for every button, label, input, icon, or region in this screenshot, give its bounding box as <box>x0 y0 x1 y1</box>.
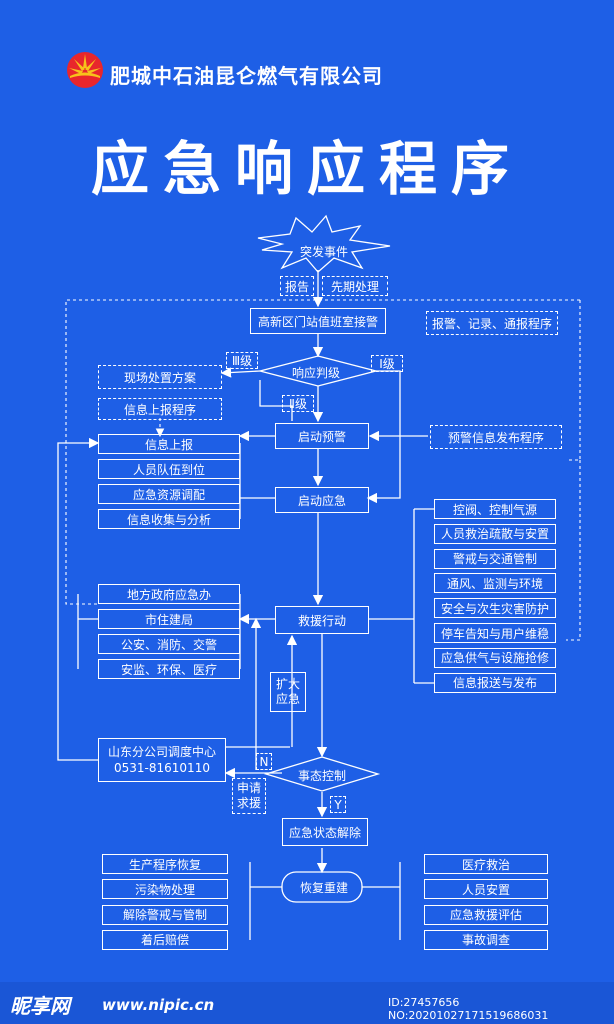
info-item: 应急资源调配 <box>98 484 240 504</box>
report-label: 报告 <box>280 276 314 296</box>
action-item: 警戒与交通管制 <box>434 548 556 569</box>
recovery-item: 人员安置 <box>424 879 548 900</box>
watermark-url: www.nipic.cn <box>102 996 215 1014</box>
info-report-procedure-box: 信息上报程序 <box>98 398 222 420</box>
action-item: 人员救治疏散与安置 <box>434 523 556 544</box>
info-item: 信息上报 <box>98 434 240 454</box>
dispatch-center-box: 山东分公司调度中心 0531-81610110 <box>98 738 226 782</box>
request-help-label: 申请 求援 <box>236 781 261 810</box>
info-item: 信息收集与分析 <box>98 509 240 529</box>
first-handling-label: 先期处理 <box>322 276 388 296</box>
recovery-item: 污染物处理 <box>102 879 228 900</box>
action-item: 应急供气与设施抢修 <box>434 647 556 668</box>
dispatch-center-phone: 0531-81610110 <box>114 761 210 775</box>
agency-item: 地方政府应急办 <box>98 584 240 604</box>
start-emergency-box: 启动应急 <box>275 487 369 513</box>
watermark-id: ID:27457656 NO:20201027171519686031 <box>388 996 549 1022</box>
onsite-plan-box: 现场处置方案 <box>98 365 222 389</box>
release-state-box: 应急状态解除 <box>282 818 368 846</box>
recovery-item: 解除警戒与管制 <box>102 904 228 925</box>
company-logo <box>66 51 104 89</box>
expand-response-label: 扩大 应急 <box>275 677 300 706</box>
recovery-item: 事故调查 <box>424 929 548 950</box>
level-3-tag: Ⅲ级 <box>226 352 258 369</box>
rescue-action-box: 救援行动 <box>275 606 369 634</box>
response-judge: 响应判级 <box>292 366 341 380</box>
situation-control: 事态控制 <box>298 769 347 783</box>
start-event-burst <box>257 214 391 273</box>
agency-item: 公安、消防、交警 <box>98 634 240 654</box>
page-title: 应急响应程序 <box>90 135 523 203</box>
recovery-item: 医疗救治 <box>424 854 548 874</box>
watermark-logo: 昵享网 <box>10 994 70 1018</box>
warning-release-box: 预警信息发布程序 <box>430 425 562 449</box>
action-item: 控阀、控制气源 <box>434 499 556 519</box>
action-item: 停车告知与用户维稳 <box>434 623 556 643</box>
level-2-tag: Ⅱ级 <box>282 395 314 412</box>
watermark-bar <box>0 982 614 1024</box>
dispatch-center-name: 山东分公司调度中心 <box>107 745 216 759</box>
expand-response-box: 扩大 应急 <box>270 672 306 712</box>
recovery-label: 恢复重建 <box>300 881 349 895</box>
action-item: 信息报送与发布 <box>434 672 556 693</box>
start-event: 突发事件 <box>300 245 349 259</box>
info-item: 人员队伍到位 <box>98 459 240 479</box>
recovery-item: 生产程序恢复 <box>102 854 228 874</box>
receive-alarm-box: 高新区门站值班室接警 <box>250 308 386 334</box>
company-name: 肥城中石油昆仑燃气有限公司 <box>110 64 383 88</box>
agency-item: 市住建局 <box>98 609 240 629</box>
action-item: 安全与次生灾害防护 <box>434 598 556 619</box>
agency-item: 安监、环保、医疗 <box>98 659 240 679</box>
recovery-item: 应急救援评估 <box>424 904 548 925</box>
petrochina-logo-icon <box>67 52 103 88</box>
start-warning-box: 启动预警 <box>275 423 369 449</box>
n-tag: N <box>256 753 272 770</box>
alarm-record-box: 报警、记录、通报程序 <box>426 311 558 335</box>
recovery-item: 着后赔偿 <box>102 929 228 950</box>
level-1-tag: Ⅰ级 <box>371 355 403 372</box>
y-tag: Y <box>330 796 346 813</box>
request-help-box: 申请 求援 <box>232 778 266 814</box>
action-item: 通风、监测与环境 <box>434 573 556 594</box>
